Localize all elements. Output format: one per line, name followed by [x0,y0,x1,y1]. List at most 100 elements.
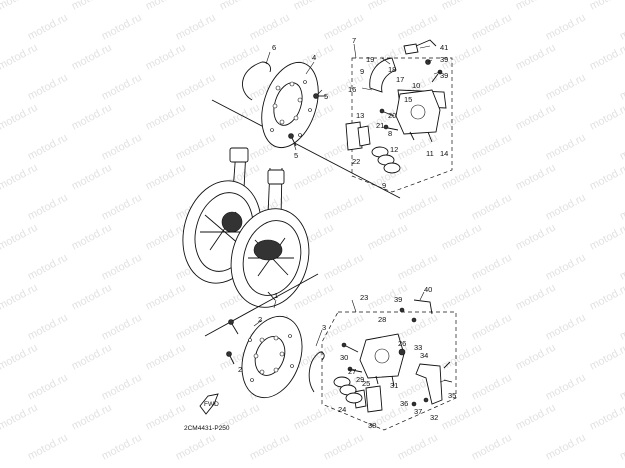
watermark-text: motod.ru [470,252,514,283]
callout: 8 [388,129,392,138]
callout: 21 [376,121,384,130]
watermark-text: motod.ru [440,162,484,193]
watermark-text: motod.ru [514,282,558,313]
watermark-text: motod.ru [0,342,40,373]
callout: 19 [366,55,374,64]
callout: 17 [396,75,404,84]
callout: 26 [398,339,406,348]
watermark-text: motod.ru [588,102,625,133]
watermark-text: motod.ru [366,222,410,253]
callout: 39 [394,295,402,304]
callout: 9 [382,181,386,190]
watermark-text: motod.ru [588,342,625,373]
section-divider-lower [204,273,319,337]
watermark-text: motod.ru [100,372,144,403]
watermark-text: motod.ru [470,192,514,223]
callout: 29 [356,375,364,384]
callout: 14 [440,149,448,158]
callout: 4 [312,53,316,62]
callout: 30 [340,353,348,362]
watermark-text: motod.ru [588,0,625,13]
watermark-text: motod.ru [322,252,366,283]
callout: 1 [274,291,278,300]
watermark-text: motod.ru [618,252,625,283]
watermark-text: motod.ru [544,372,588,403]
watermark-text: motod.ru [470,72,514,103]
callout: 35 [448,391,456,400]
upper-caliper-box [351,57,453,193]
watermark-text: motod.ru [218,42,262,73]
lower-caliper-parts [333,299,453,413]
watermark-text: motod.ru [26,132,70,163]
callout-labels: 6 4 5 5 7 41 39 39 19 9 18 17 10 16 15 1… [238,36,456,430]
upper-caliper-parts [345,39,447,174]
watermark-text: motod.ru [70,402,114,433]
callout: 7 [352,36,356,45]
watermark-text: motod.ru [544,252,588,283]
watermark-text: motod.ru [100,72,144,103]
callout: 9 [360,67,364,76]
callout: 27 [348,367,356,376]
watermark-text: motod.ru [514,342,558,373]
callout: 39 [440,55,448,64]
callout: 28 [378,315,386,324]
watermark-text: motod.ru [544,192,588,223]
watermark-text: motod.ru [544,432,588,463]
watermark-text: motod.ru [248,432,292,463]
callout: 33 [414,343,422,352]
watermark-text: motod.ru [514,162,558,193]
upper-sensor-ring [242,61,271,101]
fwd-label: FWD [204,401,219,408]
callout: 34 [420,351,428,360]
watermark-text: motod.ru [26,312,70,343]
watermark-text: motod.ru [174,312,218,343]
watermark-text: motod.ru [174,432,218,463]
watermark-text: motod.ru [100,192,144,223]
watermark-text: motod.ru [366,282,410,313]
watermark-text: motod.ru [514,42,558,73]
watermark-text: motod.ru [514,222,558,253]
lower-caliper-box [321,311,457,431]
watermark-text: motod.ru [100,252,144,283]
watermark-text: motod.ru [248,12,292,43]
watermark-text: motod.ru [396,12,440,43]
watermark-text: motod.ru [144,0,188,13]
watermark-text: motod.ru [0,222,40,253]
watermark-text: motod.ru [618,192,625,223]
watermark-text: motod.ru [26,372,70,403]
watermark-text: motod.ru [544,132,588,163]
watermark-text: motod.ru [218,0,262,13]
callout: 31 [390,381,398,390]
watermark-text: motod.ru [26,432,70,463]
watermark-text: motod.ru [544,312,588,343]
watermark-text: motod.ru [470,12,514,43]
watermark-text: motod.ru [174,132,218,163]
section-divider-upper [211,99,401,199]
watermark-text: motod.ru [322,192,366,223]
watermark-text: motod.ru [470,132,514,163]
watermark-text: motod.ru [0,162,40,193]
watermark-text: motod.ru [514,402,558,433]
watermark-text: motod.ru [470,372,514,403]
watermark-text: motod.ru [366,0,410,13]
watermark-text: motod.ru [144,342,188,373]
watermark-text: motod.ru [322,12,366,43]
watermark-text: motod.ru [470,312,514,343]
watermark-text: motod.ru [144,162,188,193]
watermark-text: motod.ru [100,132,144,163]
callout: 6 [272,43,276,52]
callout: 32 [430,413,438,422]
watermark-text: motod.ru [0,42,40,73]
watermark-text: motod.ru [514,0,558,13]
watermark-text: motod.ru [440,102,484,133]
watermark-text: motod.ru [144,102,188,133]
callout: 37 [414,407,422,416]
watermark-text: motod.ru [440,342,484,373]
watermark-text: motod.ru [144,42,188,73]
watermark-text: motod.ru [0,0,40,13]
callout: 15 [404,95,412,104]
watermark-text: motod.ru [618,132,625,163]
watermark-text: motod.ru [144,402,188,433]
callout: 2 [258,315,262,324]
